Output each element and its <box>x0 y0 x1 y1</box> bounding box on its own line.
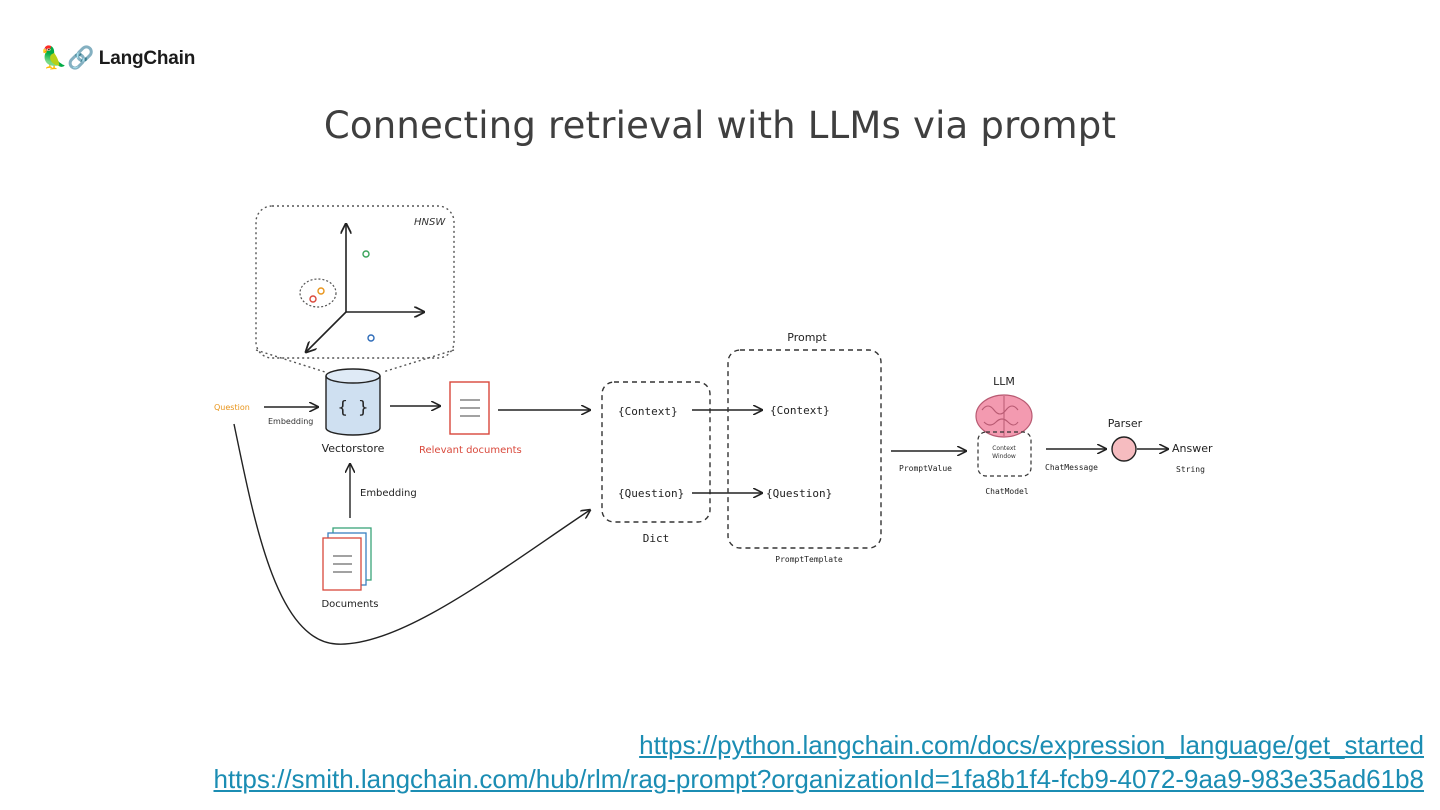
parser-node <box>1111 436 1137 462</box>
prompt-value-label: PromptValue <box>899 464 952 473</box>
relevant-document-icon <box>449 381 490 435</box>
dict-context: {Context} <box>618 405 678 418</box>
vector-point <box>309 295 317 303</box>
langchain-logo: 🦜🔗 LangChain <box>40 46 195 72</box>
brand-name: LangChain <box>98 48 196 69</box>
prompt-question: {Question} <box>766 487 832 500</box>
dict-box <box>601 381 711 523</box>
documents-label: Documents <box>321 599 378 610</box>
link-lcel-get-started[interactable]: https://python.langchain.com/docs/expres… <box>639 730 1424 760</box>
vector-point <box>317 287 325 295</box>
documents-stack-icon <box>322 527 372 591</box>
parser-label: Parser <box>1108 417 1143 430</box>
vector-point <box>367 334 375 342</box>
hnsw-panel: HNSW <box>255 205 455 373</box>
vector-point <box>362 250 370 258</box>
hnsw-label: HNSW <box>414 217 446 228</box>
prompt-box <box>727 349 882 549</box>
prompt-context: {Context} <box>770 404 830 417</box>
embedding-docs-label: Embedding <box>360 488 417 499</box>
brain-icon <box>975 394 1033 438</box>
answer-label: Answer <box>1172 442 1213 455</box>
vectorstore: { } <box>325 368 381 436</box>
question-label: Question <box>214 403 250 412</box>
cluster-ring <box>299 278 337 308</box>
vectorstore-label: Vectorstore <box>322 442 385 455</box>
context-window-box <box>977 431 1032 477</box>
slide-title: Connecting retrieval with LLMs via promp… <box>323 104 1117 147</box>
context-window-line2: Window <box>992 453 1016 460</box>
context-window-line1: Context <box>992 445 1016 452</box>
chat-message-label: ChatMessage <box>1045 463 1098 472</box>
chat-model-label: ChatModel <box>985 487 1029 496</box>
arrow-question-to-dict <box>233 423 590 645</box>
llm-label: LLM <box>993 375 1015 388</box>
vectorstore-braces-icon: { } <box>338 398 369 418</box>
embedding-query-label: Embedding <box>268 417 313 426</box>
reference-links: https://python.langchain.com/docs/expres… <box>214 728 1425 796</box>
dict-question: {Question} <box>618 487 684 500</box>
axis-z <box>306 311 347 352</box>
dict-label: Dict <box>643 532 670 545</box>
prompt-template-label: PromptTemplate <box>775 555 843 564</box>
parrot-link-icon: 🦜🔗 <box>40 46 95 71</box>
relevant-documents-label: Relevant documents <box>419 445 522 456</box>
link-rag-prompt-hub[interactable]: https://smith.langchain.com/hub/rlm/rag-… <box>213 764 1425 794</box>
answer-type-label: String <box>1176 465 1205 474</box>
prompt-label: Prompt <box>787 331 827 344</box>
